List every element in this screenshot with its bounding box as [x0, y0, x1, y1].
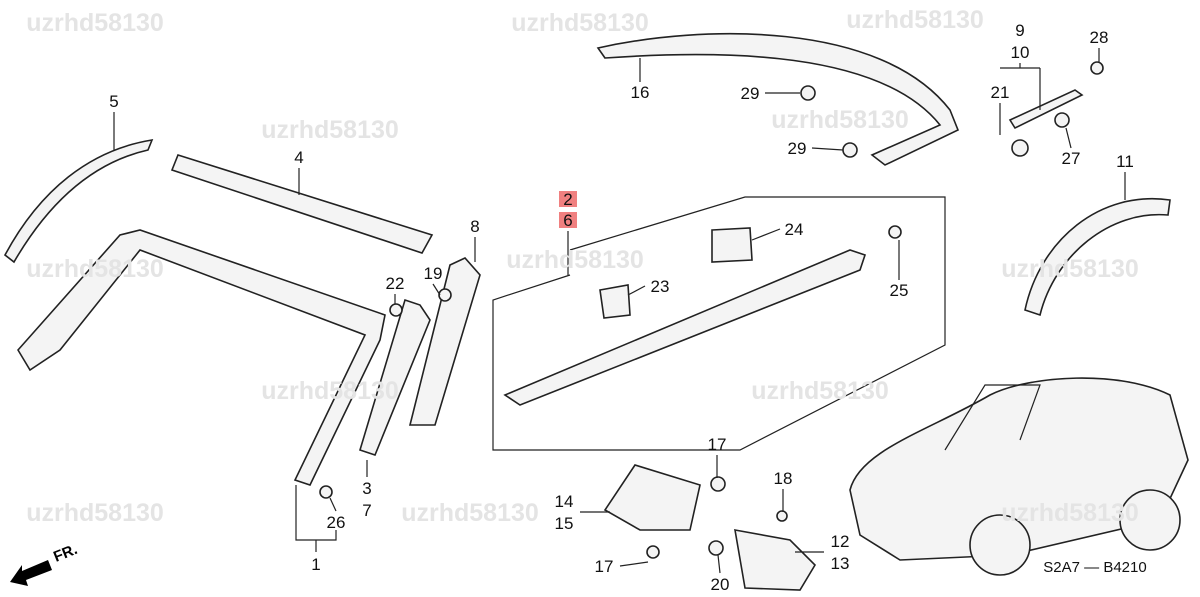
callout-21: 21	[991, 83, 1010, 102]
part-8-garnish	[408, 257, 481, 426]
screw-icon	[776, 510, 788, 522]
callout-14: 14	[555, 492, 574, 511]
callout-15: 15	[555, 514, 574, 533]
callout-5: 5	[109, 92, 118, 111]
bolt-icon	[842, 142, 858, 158]
part-2-side-sill-garnish	[503, 249, 867, 406]
watermark: uzrhd58130	[751, 377, 889, 405]
part-16-rail	[596, 32, 960, 166]
watermark: uzrhd58130	[261, 377, 399, 405]
callout-13: 13	[831, 554, 850, 573]
callout-26: 26	[327, 513, 346, 532]
screw-icon	[438, 288, 452, 302]
callout-2: 2	[563, 190, 572, 209]
watermark: uzrhd58130	[506, 246, 644, 274]
callout-29: 29	[788, 139, 807, 158]
callout-9: 9	[1015, 21, 1024, 40]
callout-28: 28	[1090, 28, 1109, 47]
highlight-part-6	[559, 212, 577, 228]
windshield-outline	[944, 384, 1041, 451]
bolt-icon	[800, 85, 816, 101]
watermark: uzrhd58130	[26, 255, 164, 283]
clip-icon	[389, 303, 403, 317]
callout-3: 3	[362, 479, 371, 498]
part-24-clip	[711, 227, 753, 263]
callout-12: 12	[831, 532, 850, 551]
part-11-fender-molding	[1024, 197, 1171, 317]
callout-11: 11	[1116, 152, 1134, 171]
watermark: uzrhd58130	[846, 6, 984, 34]
callout-27: 27	[1062, 149, 1081, 168]
watermark: uzrhd58130	[1001, 499, 1139, 527]
callout-23: 23	[651, 277, 670, 296]
part-4-molding	[170, 154, 434, 254]
watermark: uzrhd58130	[511, 9, 649, 37]
watermark: uzrhd58130	[771, 106, 909, 134]
part-5-molding	[3, 138, 154, 264]
bolt-icon	[710, 476, 726, 492]
highlight-part-2	[559, 191, 577, 207]
callout-29: 29	[741, 84, 760, 103]
callout-19: 19	[424, 264, 443, 283]
callout-17: 17	[708, 435, 727, 454]
front-indicator: FR.	[10, 541, 80, 586]
bolt-icon	[1090, 61, 1104, 75]
clip-icon	[1054, 112, 1070, 128]
watermark: uzrhd58130	[26, 9, 164, 37]
watermarks: uzrhd58130 uzrhd58130 uzrhd58130 uzrhd58…	[26, 6, 1139, 527]
bolt-icon	[646, 545, 660, 559]
car-wheel	[969, 514, 1031, 576]
car-wheel	[1119, 489, 1181, 551]
callout-8: 8	[470, 217, 479, 236]
leader-lines	[113, 48, 1126, 574]
clip-icon	[319, 485, 333, 499]
callout-16: 16	[631, 83, 650, 102]
callout-4: 4	[294, 148, 303, 167]
part-14-bracket	[603, 464, 701, 531]
callout-24: 24	[785, 220, 804, 239]
callout-20: 20	[711, 575, 730, 594]
watermark: uzrhd58130	[26, 499, 164, 527]
part-3-pillar-molding	[359, 298, 431, 456]
front-label: FR.	[51, 541, 80, 566]
callout-25: 25	[890, 281, 909, 300]
callout-22: 22	[386, 274, 405, 293]
diagram-code: S2A7 — B4210	[1043, 559, 1146, 576]
callout-7: 7	[362, 501, 371, 520]
watermark: uzrhd58130	[401, 499, 539, 527]
watermark: uzrhd58130	[261, 116, 399, 144]
car-illustration	[849, 377, 1189, 561]
clip-icon	[708, 540, 724, 556]
callout-1: 1	[311, 555, 320, 574]
callout-18: 18	[774, 469, 793, 488]
callout-17: 17	[595, 557, 614, 576]
clip-icon	[1011, 139, 1029, 157]
clip-icon	[888, 225, 902, 239]
part-23-clip	[599, 284, 631, 319]
part-12-mudguard	[734, 529, 817, 591]
callout-labels: 5 4 8 22 19 2 6 24 23 25 16 29 29 9 10 2…	[109, 21, 1134, 594]
front-arrow-icon	[10, 560, 52, 586]
fasteners	[319, 61, 1104, 559]
part-2-6-group-box	[492, 196, 946, 451]
part-10-garnish	[1008, 89, 1084, 130]
part-1-windshield-frame	[17, 229, 386, 486]
watermark: uzrhd58130	[1001, 255, 1139, 283]
callout-6: 6	[563, 211, 572, 230]
callout-10: 10	[1011, 43, 1030, 62]
